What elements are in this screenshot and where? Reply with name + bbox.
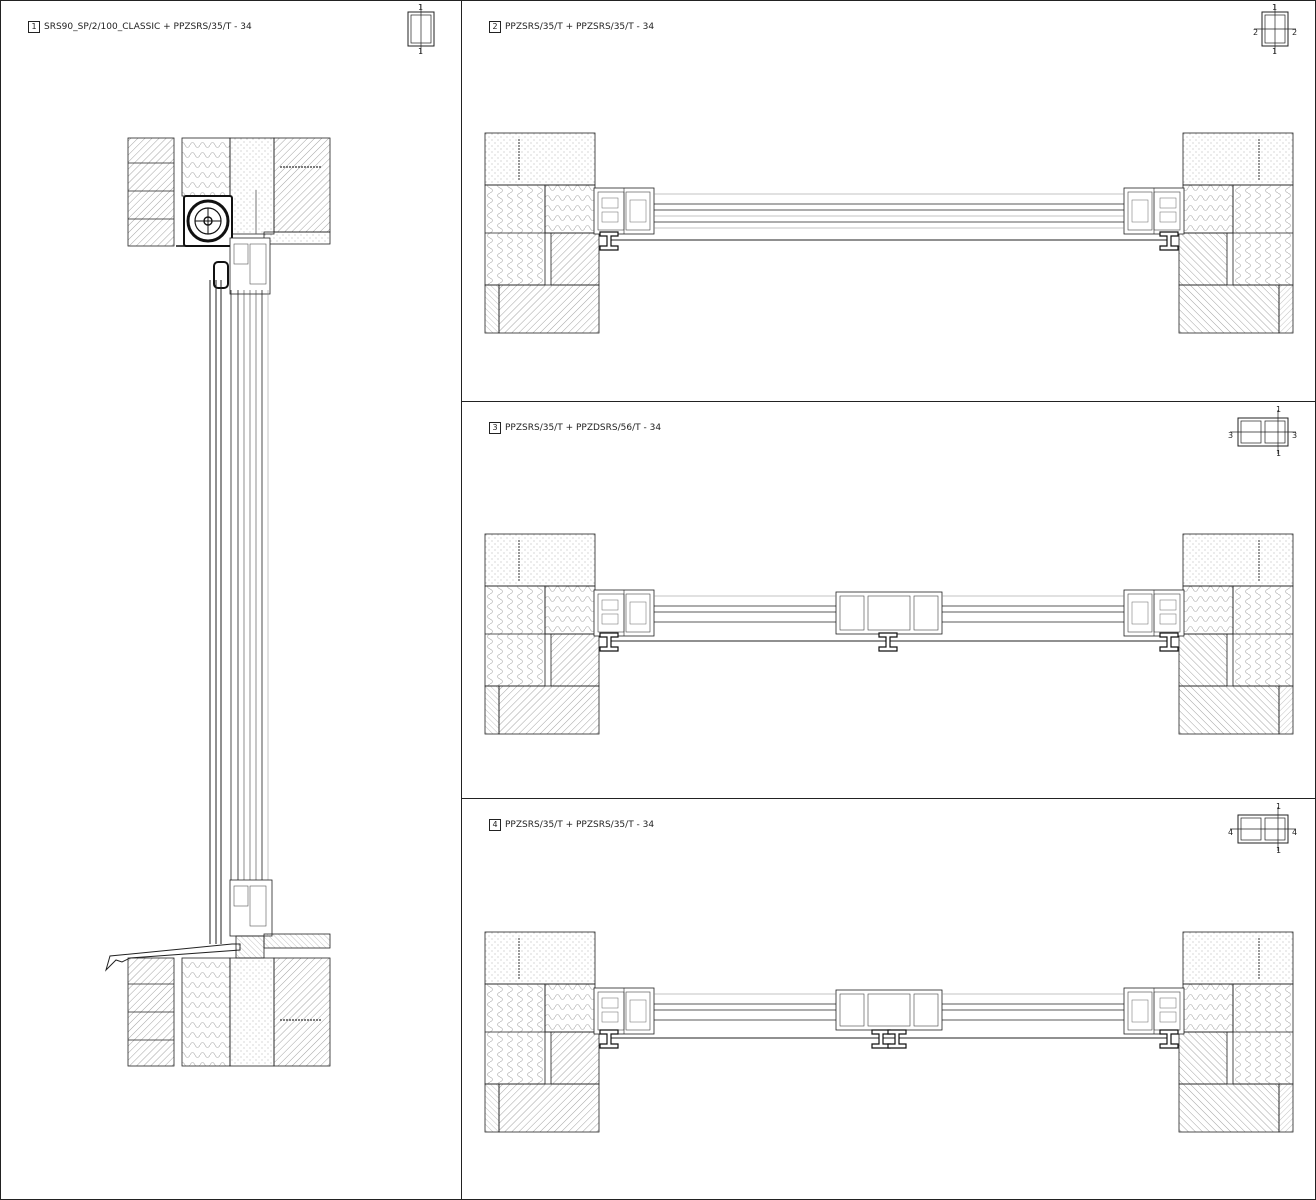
frame-and-glazing (209, 237, 273, 944)
panel-3-central-mullion (835, 591, 943, 635)
panel-3-key-right: 3 (1292, 431, 1298, 440)
panel-4-key-symbol (1230, 807, 1296, 851)
panel-4-key-bottom: 1 (1276, 846, 1282, 855)
panel-2-horizontal-section (484, 4, 1296, 334)
panel-3-title: 3 PPZSRS/35/T + PPZDSRS/56/T - 34 (489, 422, 661, 434)
panel-1-key-symbol (407, 4, 435, 54)
panel-4-title-text: PPZSRS/35/T + PPZSRS/35/T - 34 (505, 820, 655, 830)
panel-2-title-text: PPZSRS/35/T + PPZSRS/35/T - 34 (505, 22, 655, 32)
sill-section (104, 933, 331, 1067)
panel-4-glazing (610, 993, 1170, 1039)
head-wall-section (127, 137, 331, 247)
panel-1-key-top: 1 (418, 3, 424, 12)
panel-2-key-right: 2 (1292, 28, 1298, 37)
panel-3-key-symbol (1230, 410, 1296, 454)
panel-2-key-top: 1 (1272, 3, 1278, 12)
panel-4-key-top: 1 (1276, 802, 1282, 811)
panel-1-key-bottom: 1 (418, 47, 424, 56)
panel-2-key-symbol (1254, 4, 1296, 54)
panel-1-title-text: SRS90_SP/2/100_CLASSIC + PPZSRS/35/T - 3… (44, 22, 252, 32)
roller-shutter-box (176, 195, 234, 247)
panel-1-vertical-section (104, 4, 435, 1067)
panel-2-number: 2 (489, 21, 501, 33)
panel-2-key-left: 2 (1253, 28, 1259, 37)
panel-2-key-bottom: 1 (1272, 47, 1278, 56)
panel-3-key-bottom: 1 (1276, 449, 1282, 458)
panel-2-glazing (610, 193, 1170, 241)
panel-4-key-right: 4 (1292, 828, 1298, 837)
panel-4-key-left: 4 (1228, 828, 1234, 837)
panel-3-horizontal-section (484, 410, 1296, 735)
panel-4-title: 4 PPZSRS/35/T + PPZSRS/35/T - 34 (489, 819, 654, 831)
panel-3-key-left: 3 (1228, 431, 1234, 440)
panel-3-title-text: PPZSRS/35/T + PPZDSRS/56/T - 34 (505, 423, 662, 433)
panel-3-number: 3 (489, 422, 501, 434)
panel-4-number: 4 (489, 819, 501, 831)
panel-2-title: 2 PPZSRS/35/T + PPZSRS/35/T - 34 (489, 21, 654, 33)
panel-3-key-top: 1 (1276, 405, 1282, 414)
panel-4-central-mullion (835, 989, 943, 1031)
panel-1-title: 1 SRS90_SP/2/100_CLASSIC + PPZSRS/35/T -… (28, 21, 252, 33)
panel-4-horizontal-section (484, 807, 1296, 1133)
panel-1-number: 1 (28, 21, 40, 33)
